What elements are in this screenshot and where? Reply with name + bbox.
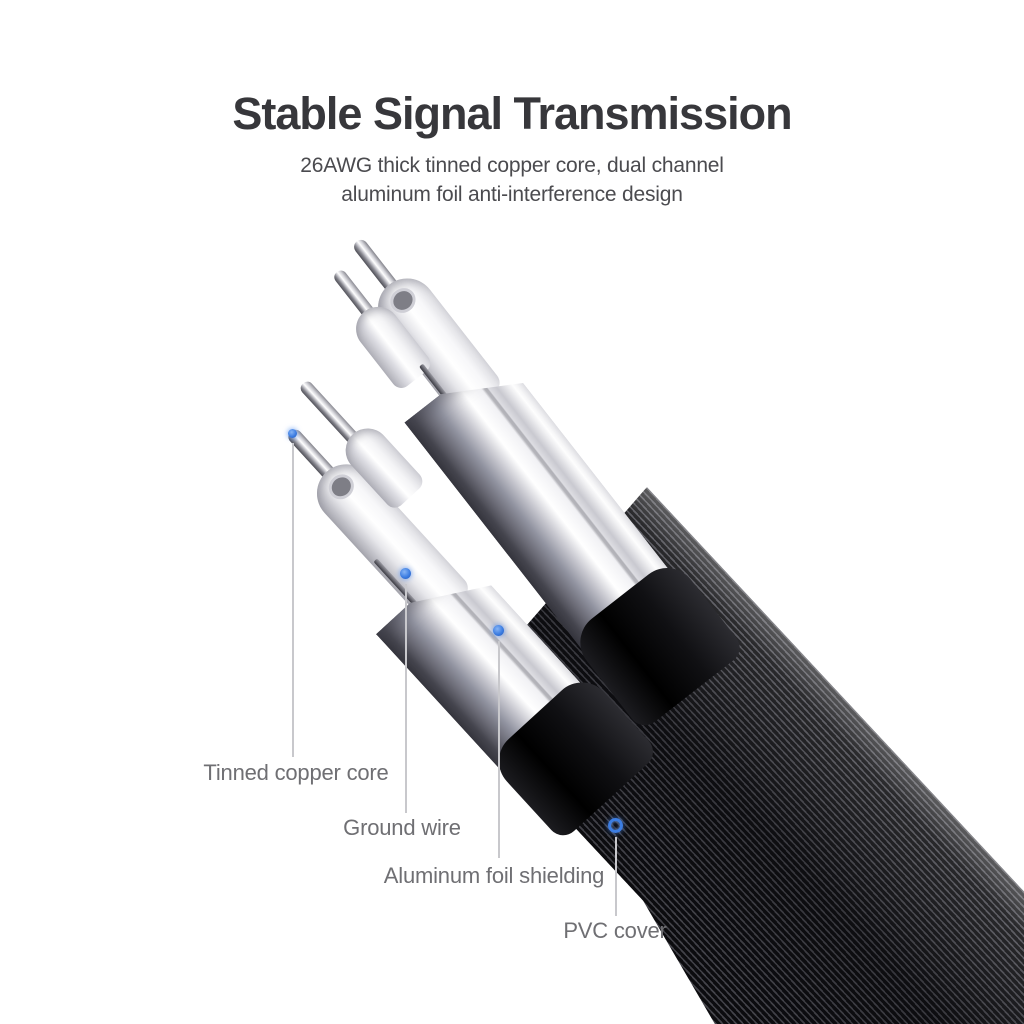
callout-line-ground-wire (405, 584, 407, 813)
callout-label-tinned-copper-core: Tinned copper core (203, 760, 389, 785)
marker-aluminum-foil-shielding (493, 625, 504, 636)
callout-line-aluminum-foil-shielding (498, 641, 500, 858)
callout-label-ground-wire: Ground wire (343, 815, 461, 840)
subtitle-line-2: aluminum foil anti-interference design (341, 183, 683, 206)
marker-ground-wire (400, 568, 411, 579)
marker-pvc-cover (608, 818, 623, 833)
marker-tinned-copper-core (288, 429, 297, 438)
subtitle-line-1: 26AWG thick tinned copper core, dual cha… (300, 154, 724, 177)
callout-line-pvc-cover (615, 837, 617, 916)
callout-label-pvc-cover: PVC cover (563, 918, 667, 943)
page-subtitle: 26AWG thick tinned copper core, dual cha… (0, 151, 1024, 209)
page-title: Stable Signal Transmission (232, 88, 792, 139)
callout-line-tinned-copper-core (292, 443, 294, 757)
callout-label-aluminum-foil-shielding: Aluminum foil shielding (383, 863, 605, 888)
